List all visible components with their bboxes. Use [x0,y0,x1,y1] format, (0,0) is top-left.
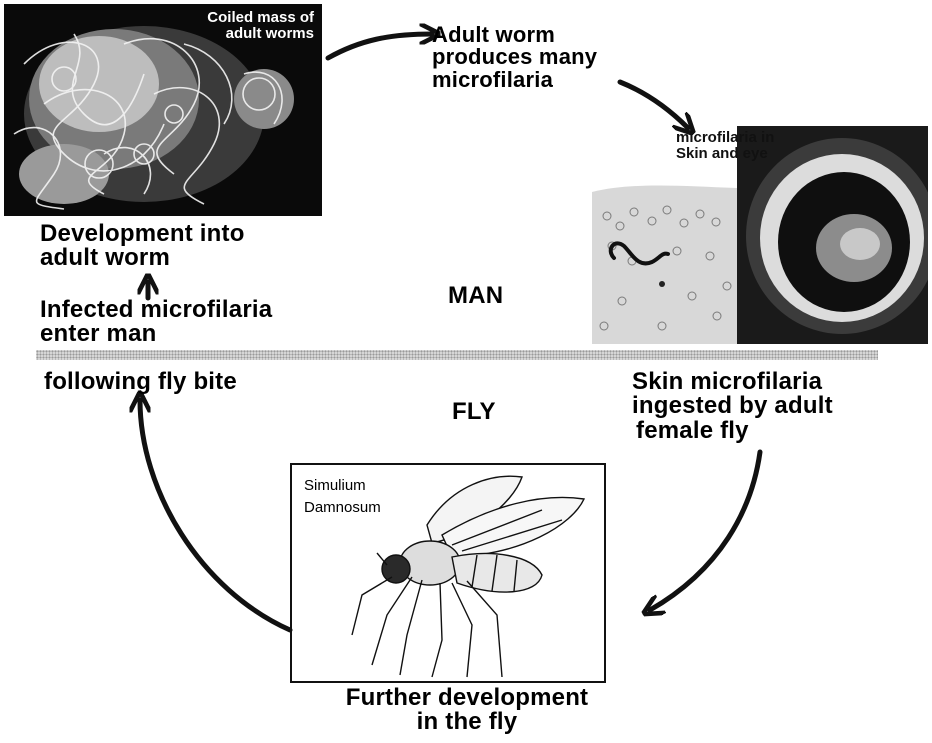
arrow-fly-to-man [140,400,290,630]
further-line2: in the fly [322,710,612,734]
adult-produces-line2: produces many [432,46,597,68]
skin-ingested-line3: female fly [632,419,833,443]
skin-ingested-line2: ingested by adult [632,394,833,418]
adult-produces-line1: Adult worm [432,24,597,46]
label-development: Development into adult worm [40,222,245,271]
arrow-to-skin [620,82,688,128]
label-further-development: Further development in the fly [322,686,612,735]
infected-line1: Infected microfilaria [40,298,272,322]
label-fly: FLY [452,400,496,424]
further-line1: Further development [322,686,612,710]
arrow-worms-to-microfilaria [328,34,432,58]
arrow-to-fly [650,452,760,610]
label-infected: Infected microfilaria enter man [40,298,272,347]
label-skin-ingested: Skin microfilaria ingested by adult fema… [632,370,833,443]
development-line2: adult worm [40,246,245,270]
label-following-fly-bite: following fly bite [44,370,237,394]
skin-ingested-line1: Skin microfilaria [632,370,833,394]
label-adult-produces: Adult worm produces many microfilaria [432,24,597,91]
infected-line2: enter man [40,322,272,346]
development-line1: Development into [40,222,245,246]
adult-produces-line3: microfilaria [432,69,597,91]
label-man: MAN [448,284,503,308]
